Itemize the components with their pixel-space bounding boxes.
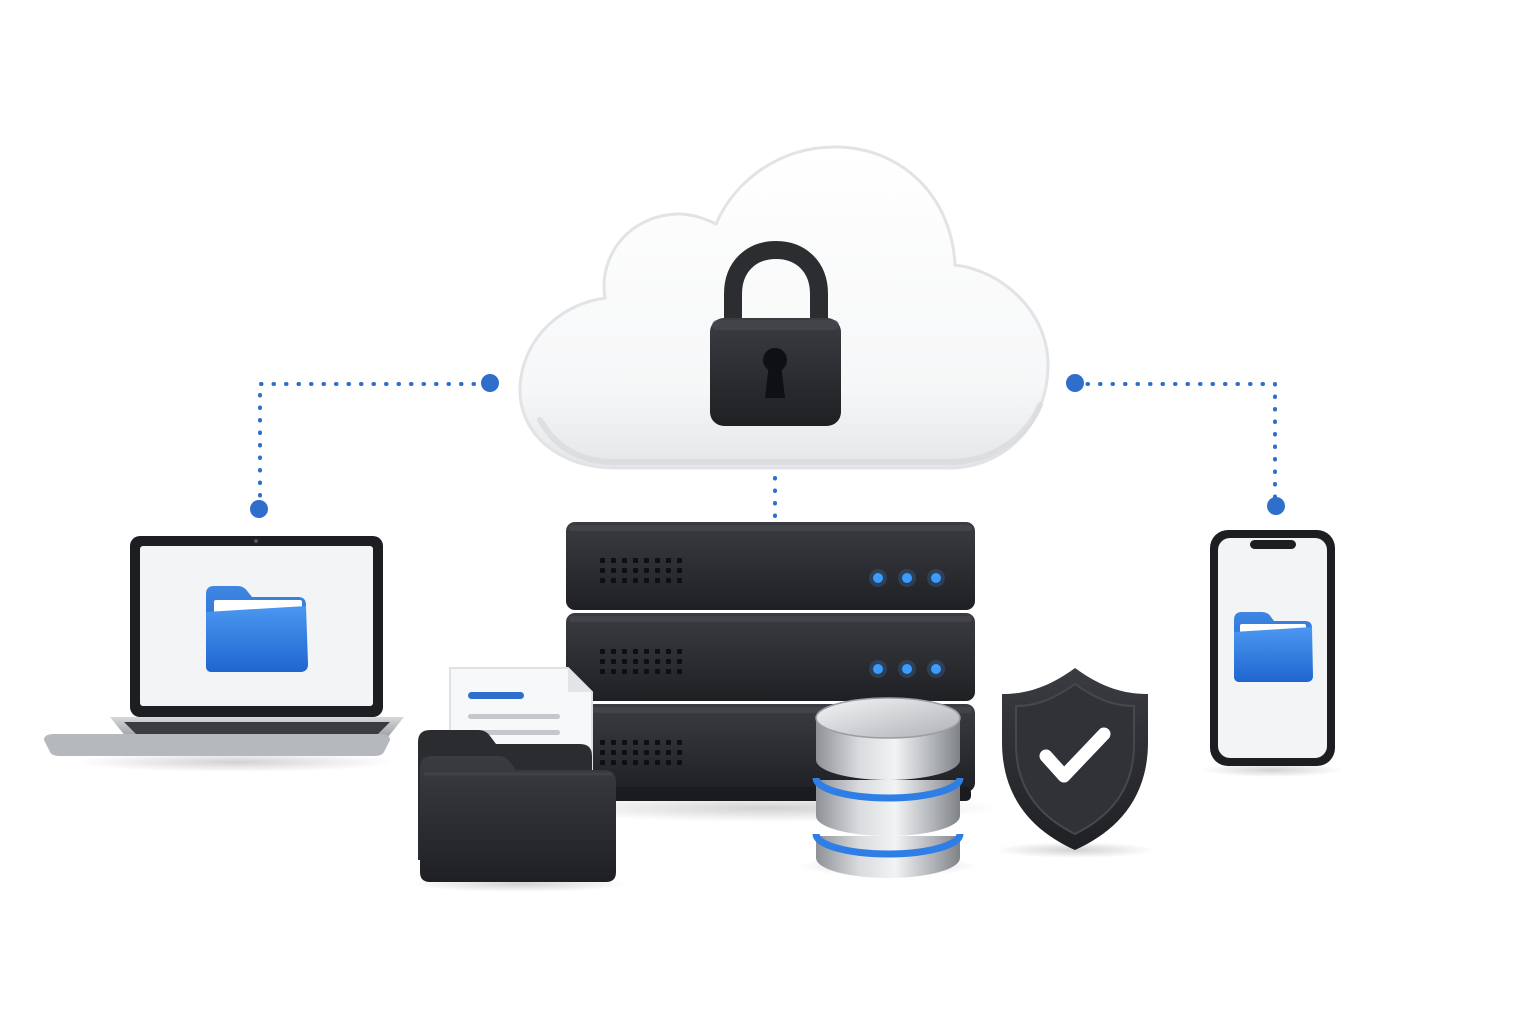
server-vent-grille (600, 740, 682, 765)
connector-node-cloud-right (1066, 374, 1084, 392)
connector-node-cloud-left (481, 374, 499, 392)
server-led (931, 664, 941, 674)
connector-node-phone (1267, 497, 1285, 515)
database-icon (798, 697, 978, 878)
laptop-icon (44, 536, 404, 772)
server-vent-grille (600, 649, 682, 674)
connector-node-laptop (250, 500, 268, 518)
database-stack (812, 697, 964, 878)
server-led (902, 573, 912, 583)
database-top (815, 697, 961, 739)
smartphone-icon (1202, 530, 1342, 777)
laptop-keyboard (124, 722, 390, 734)
server-led (902, 664, 912, 674)
server-vent-grille (600, 558, 682, 583)
server-led (873, 664, 883, 674)
phone-folder-icon (1234, 612, 1313, 682)
padlock-icon (710, 240, 841, 426)
folder-icon (410, 730, 630, 892)
server-unit (566, 613, 975, 701)
database-tier (812, 777, 964, 836)
server-unit (566, 522, 975, 610)
server-led (873, 573, 883, 583)
shield-check-icon (995, 668, 1155, 858)
connector-laptop-to-cloud (258, 382, 492, 510)
connector-cloud-to-phone (1073, 382, 1277, 507)
check-mark (1039, 727, 1111, 783)
server-led (931, 573, 941, 583)
server-rack-icon (540, 522, 1000, 822)
connector-lines (250, 374, 1285, 522)
database-tier (812, 833, 964, 878)
cloud-icon (518, 145, 1050, 470)
laptop-folder-icon (206, 586, 308, 672)
